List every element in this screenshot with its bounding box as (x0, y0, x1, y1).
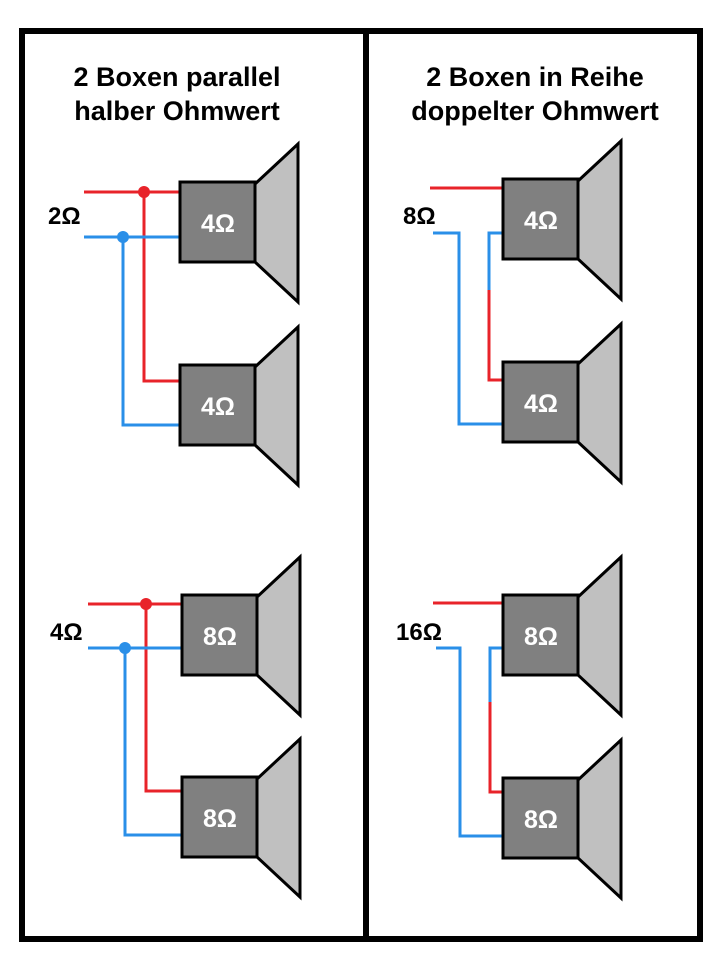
speaker-ohm-label: 4Ω (201, 393, 235, 421)
speaker-ohm-label: 8Ω (524, 623, 558, 651)
speaker: 4Ω (178, 140, 300, 306)
left-bottom-negative-junction (119, 642, 131, 654)
speaker-ohm-label: 8Ω (203, 623, 237, 651)
left-top-wires (84, 190, 180, 427)
speaker: 4Ω (178, 323, 300, 489)
speaker-ohm-label: 4Ω (201, 210, 235, 238)
speaker-magnet (501, 593, 580, 677)
right-bottom-input-ohm: 16Ω (396, 619, 442, 646)
left-bottom-input-ohm: 4Ω (50, 619, 83, 646)
left-top-group: 2Ω 4Ω 4Ω (48, 140, 300, 489)
left-top-input-ohm: 2Ω (48, 203, 81, 230)
speaker: 8Ω (501, 553, 623, 719)
speaker: 4Ω (501, 320, 623, 486)
right-bottom-wires (433, 601, 503, 838)
speaker-ohm-label: 4Ω (524, 207, 558, 235)
speaker: 8Ω (501, 736, 623, 902)
left-bottom-group: 4Ω 8Ω 8Ω (50, 553, 302, 901)
right-top-group: 8Ω 4Ω 4Ω (403, 137, 623, 486)
speaker-ohm-label: 8Ω (203, 805, 237, 833)
left-bottom-positive-junction (140, 598, 152, 610)
left-top-positive-junction (138, 186, 150, 198)
right-top-wires (430, 186, 502, 426)
speaker-ohm-label: 8Ω (524, 806, 558, 834)
speaker-magnet (178, 363, 257, 447)
speaker-magnet (501, 177, 580, 261)
left-top-negative-junction (117, 231, 129, 243)
speaker-magnet (178, 180, 257, 264)
right-top-input-ohm: 8Ω (403, 203, 436, 230)
speaker-magnet (180, 593, 259, 677)
right-title-line2: doppelter Ohmwert (411, 96, 659, 126)
speaker-ohm-label: 4Ω (524, 390, 558, 418)
speaker-magnet (180, 775, 259, 859)
left-bottom-wires (88, 602, 182, 837)
right-bottom-group: 16Ω 8Ω 8Ω (396, 553, 623, 902)
speaker-magnet (501, 360, 580, 444)
speaker: 8Ω (180, 553, 302, 719)
speaker: 4Ω (501, 137, 623, 303)
speaker: 8Ω (180, 735, 302, 901)
left-title-line1: 2 Boxen parallel (73, 62, 280, 92)
left-title-line2: halber Ohmwert (74, 96, 280, 126)
speaker-magnet (501, 776, 580, 860)
right-title-line1: 2 Boxen in Reihe (426, 62, 644, 92)
